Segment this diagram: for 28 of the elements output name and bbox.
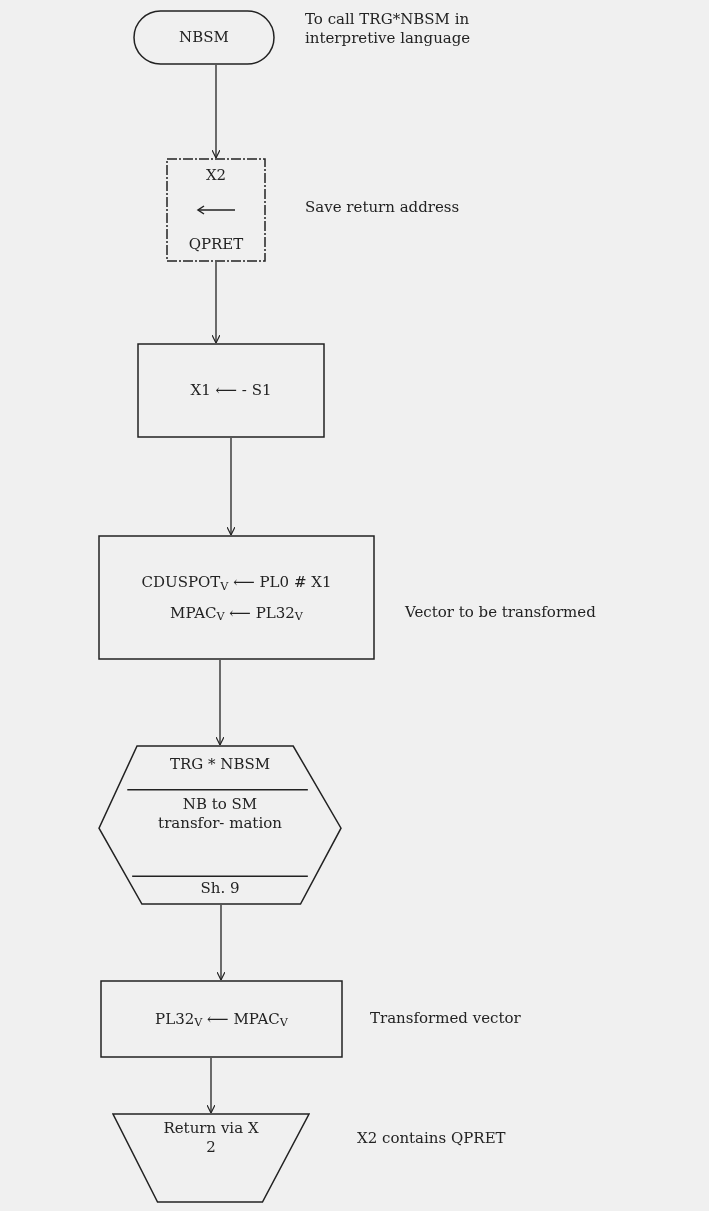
annotation-text: Transformed vector: [370, 1009, 522, 1028]
node-label: NBSM: [179, 28, 229, 47]
node-label: PL32$_{V}$ ⟵ MPAC$_{V}$: [155, 1009, 288, 1029]
node-label: X1 ⟵ - S1: [190, 381, 272, 400]
node-label: QPRET: [188, 235, 244, 254]
node-label: Return via X 2: [162, 1119, 260, 1157]
arrow: [211, 64, 221, 159]
node-label: X2: [205, 166, 227, 185]
node-label: NB to SM transfor- mation: [157, 795, 283, 833]
return-trapezoid: [112, 1113, 310, 1203]
annotation-text: Vector to be transformed: [405, 603, 597, 622]
node-label: Sh. 9: [200, 879, 240, 898]
arrow: [211, 261, 221, 344]
process-box: [166, 158, 266, 262]
arrow: [226, 437, 236, 536]
arrow: [206, 1057, 216, 1114]
process-box: [100, 980, 343, 1058]
node-label: TRG * NBSM: [169, 755, 271, 774]
annotation-text: X2 contains QPRET: [357, 1129, 507, 1148]
arrow: [216, 904, 226, 981]
annotation-text: To call TRG*NBSM in interpretive language: [305, 10, 472, 48]
process-box: [98, 535, 375, 660]
subroutine-hexagon: [98, 745, 342, 905]
annotation-text: Save return address: [305, 198, 461, 217]
node-label: CDUSPOT$_{V}$ ⟵ PL0 # X1: [141, 572, 332, 592]
node-label: MPAC$_{V}$ ⟵ PL32$_{V}$: [170, 603, 303, 623]
arrow: [215, 659, 225, 746]
process-box: [137, 343, 325, 438]
